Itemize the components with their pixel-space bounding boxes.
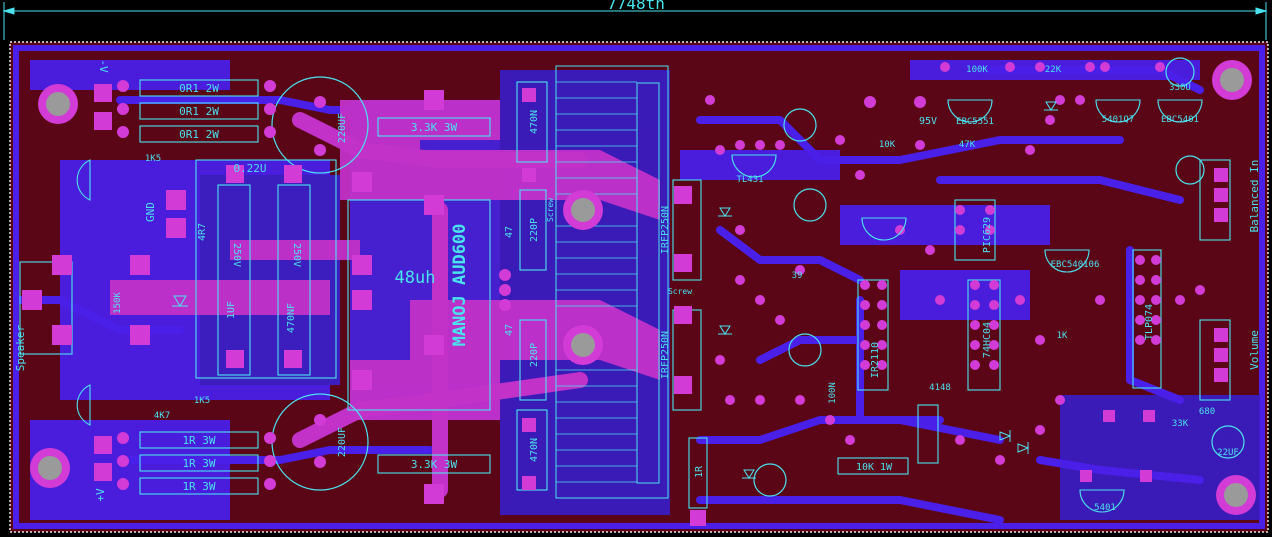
c-470nf-label: 470NF: [286, 303, 297, 333]
q-irfp250n-bottom-label: IRFP250N: [660, 331, 671, 379]
c-220p-bottom-label: 220P: [529, 343, 540, 367]
c-250v-a-label: 250V: [231, 243, 242, 267]
d-4148-label: 4148: [929, 383, 951, 393]
diode-symbol: [172, 101, 1058, 479]
inductor-label: 48uh: [395, 268, 436, 288]
ic-ir2110-label: IR2110: [870, 342, 881, 378]
ic-outline: [19, 159, 1231, 464]
c-470n-top-label: 470N: [529, 110, 540, 134]
film-capacitor: [195, 81, 548, 491]
r-47k-label: 47K: [959, 140, 976, 150]
mounting-hole: [30, 60, 1256, 515]
label-v-plus: +V: [94, 488, 107, 502]
q-irfp250n-top-label: IRFP250N: [660, 206, 671, 254]
label-volume: Volume: [1248, 330, 1261, 370]
resistor-outline: [139, 79, 909, 509]
r-150k-label: 150K: [113, 292, 123, 314]
screw-top-label: Screw: [546, 198, 555, 222]
r-top-1-label: 0R1 2W: [179, 82, 219, 95]
q-ebc5401-label: EBC5401: [1161, 115, 1199, 125]
r-top-3-label: 0R1 2W: [179, 128, 219, 141]
c-100n-label: 100N: [828, 382, 838, 404]
r-4k7-label: 4K7: [154, 411, 170, 421]
ic-tl431-label: TL431: [736, 175, 763, 185]
via: [117, 62, 1205, 490]
label-speaker: Speaker: [14, 324, 27, 371]
ic-pic629-label: PIC629: [982, 217, 993, 253]
pad: [22, 84, 1228, 526]
cap-220uf-top-label: 220UF: [337, 113, 348, 143]
c-220p-top-label: 220P: [529, 218, 540, 242]
transistor-outline: [76, 99, 1203, 513]
screw-bottom-label: Screw: [668, 287, 692, 296]
cap-220uf-bottom-label: 220UF: [337, 427, 348, 457]
q-5401q7-label: 5401Q7: [1102, 115, 1135, 125]
c-470n-bottom-label: 470N: [529, 438, 540, 462]
r-bottom-3-label: 1R 3W: [182, 480, 215, 493]
r-33k-bottom-label: 3.3K 3W: [411, 458, 458, 471]
r-1k5-bottom-label: 1K5: [194, 396, 210, 406]
r-33k-top-label: 3.3K 3W: [411, 121, 458, 134]
q-ebc540106-label: EBC540106: [1051, 260, 1100, 270]
dimension-label: 7748th: [607, 0, 665, 13]
r-33k-label: 33K: [1172, 419, 1189, 429]
ic-tlp074-label: TLP074: [1144, 304, 1155, 340]
r-100k-label: 100K: [966, 65, 988, 75]
q-5401-label: 5401: [1094, 503, 1116, 513]
c-250v-b-label: 250V: [291, 243, 302, 267]
label-v-minus: -V: [97, 59, 110, 73]
r-1r-label: 1R: [694, 465, 705, 478]
c-022u-label: 0.22U: [233, 162, 266, 175]
r-top-2-label: 0R1 2W: [179, 105, 219, 118]
c-1uf-label: 1UF: [226, 301, 237, 319]
r-680-label: 680: [1199, 407, 1215, 417]
c-22uf-label: 22UF: [1217, 448, 1239, 458]
label-balanced-in: Balanced In: [1248, 160, 1261, 233]
r-bottom-2-label: 1R 3W: [182, 457, 215, 470]
r-1k5-top-label: 1K5: [145, 154, 161, 164]
dimension-line: [2, 2, 1268, 40]
r-4r7-label: 4R7: [197, 223, 208, 241]
project-name: MANOJ AUD600: [450, 224, 470, 347]
r-47-bottom-label: 47: [504, 324, 515, 336]
r-47-top-label: 47: [504, 226, 515, 238]
r-bottom-1-label: 1R 3W: [182, 434, 215, 447]
heatsink-fins: [556, 81, 637, 483]
c-330u-label: 330U: [1169, 83, 1191, 93]
r-10k-1w-label: 10K 1W: [856, 462, 893, 473]
v95-label: 95V: [919, 116, 937, 127]
q-ebc5551-label: EBC5551: [956, 117, 994, 127]
r-10k-label: 10K: [879, 140, 896, 150]
r-22k-label: 22K: [1045, 65, 1062, 75]
ic-74hc04-label: 74HC04: [982, 322, 993, 358]
r-39-label: 39: [792, 271, 803, 281]
r-1k-label: 1K: [1057, 331, 1068, 341]
heatsink: [555, 65, 669, 499]
label-gnd: GND: [144, 202, 157, 222]
